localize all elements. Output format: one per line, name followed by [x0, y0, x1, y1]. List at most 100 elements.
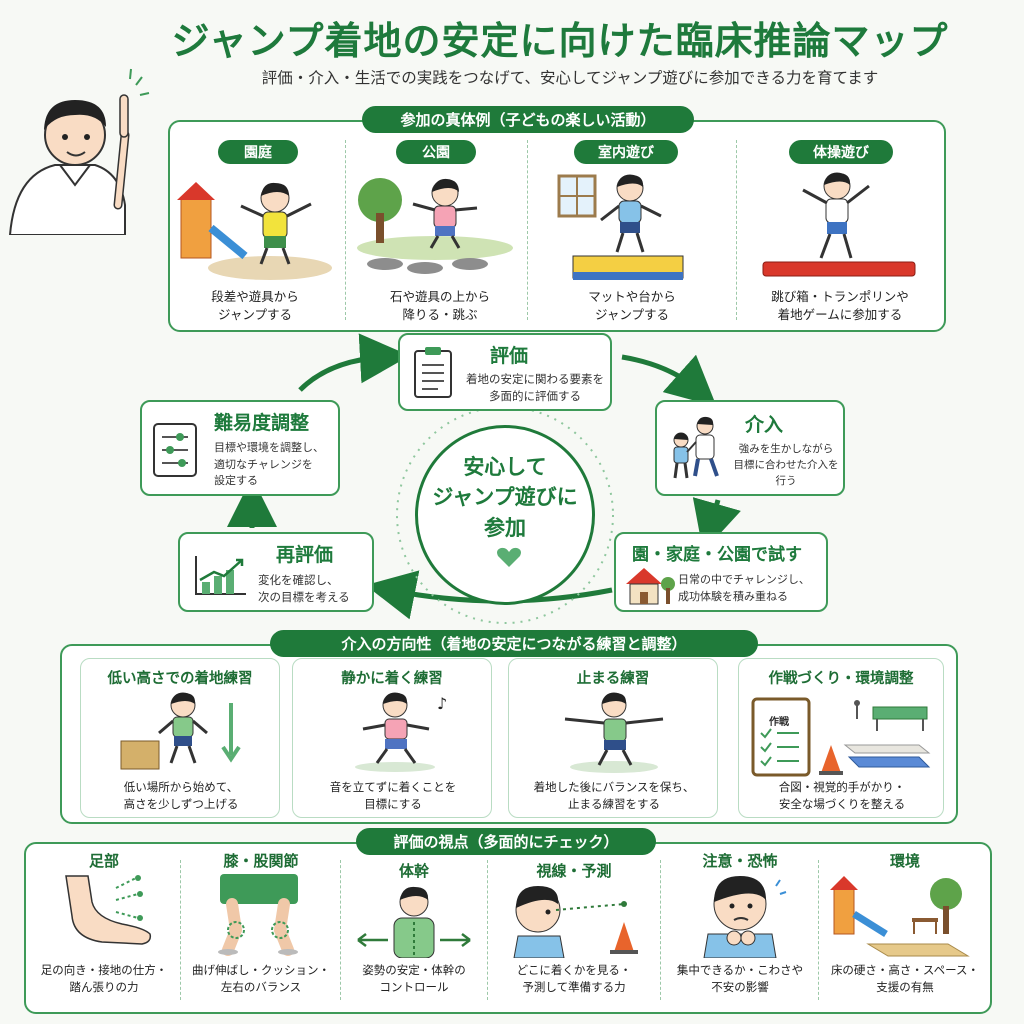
heart-icon	[497, 547, 521, 567]
direction-card-low-height-title: 低い高さでの着地練習	[107, 671, 253, 687]
center-goal-line-3: 参加	[484, 515, 526, 540]
trunk-illustration	[357, 886, 471, 958]
intervention-desc-1: 強みを生かしながら	[738, 443, 834, 455]
center-goal-line-2: ジャンプ遊びに	[432, 485, 578, 510]
therapist-child-icon	[673, 416, 719, 479]
clipboard-icon	[414, 347, 452, 398]
participation-caption-garden-2: ジャンプする	[217, 307, 292, 323]
strategy-environment-illustration	[751, 697, 931, 777]
strategy-board-label: 作戦	[769, 717, 789, 728]
cycle-intervention-box: 介入 強みを生かしながら 目標に合わせた介入を行う	[655, 400, 845, 496]
difficulty-title: 難易度調整	[214, 412, 310, 434]
park-jump-illustration	[357, 178, 513, 274]
viewpoint-knee-hip-cap-1: 曲げ伸ばし・クッション・	[192, 963, 330, 977]
intervention-desc-2: 目標に合わせた介入を行う	[733, 458, 839, 487]
difficulty-desc-3: 設定する	[214, 474, 258, 487]
house-icon	[626, 568, 675, 605]
direction-card-strategy-title: 作戦づくり・環境調整	[768, 671, 914, 687]
direction-card-quiet-title: 静かに着く練習	[341, 671, 443, 687]
difficulty-desc-2: 適切なチャレンジを	[214, 457, 313, 471]
viewpoint-trunk-cap-2: コントロール	[379, 980, 449, 995]
participation-caption-indoor-2: ジャンプする	[594, 307, 669, 323]
center-goal-circle: 安心して ジャンプ遊びに 参加	[415, 425, 595, 605]
evaluation-desc-1: 着地の安定に関わる要素を	[466, 372, 604, 386]
growth-chart-icon	[195, 556, 246, 595]
viewpoint-trunk-cap-1: 姿勢の安定・体幹の	[362, 963, 466, 977]
participation-caption-park-1: 石や遊具の上から	[389, 289, 490, 304]
indoor-jump-illustration	[557, 174, 684, 280]
stop-landing-illustration	[564, 692, 664, 773]
difficulty-desc-1: 目標や環境を調整し、	[214, 441, 324, 454]
try-desc-1: 日常の中でチャレンジし、	[678, 573, 810, 586]
viewpoint-trunk-title: 体幹	[398, 862, 429, 880]
direction-card-strategy-cap-1: 合図・視覚的手がかり・	[778, 780, 906, 794]
attention-fear-illustration	[703, 876, 787, 958]
center-goal-line-1: 安心して	[463, 455, 547, 479]
viewpoints-panel	[24, 842, 992, 1014]
direction-card-stop: 止まる練習 着地した後にバランスを保ち、 止まる練習をする	[508, 658, 718, 818]
cycle-reevaluation-box: 再評価 変化を確認し、 次の目標を考える	[178, 532, 374, 612]
direction-card-quiet-cap-2: 目標にする	[364, 796, 422, 811]
gaze-prediction-illustration	[513, 886, 638, 958]
gym-jump-illustration	[762, 172, 916, 277]
direction-card-stop-title: 止まる練習	[576, 671, 650, 687]
sliders-icon	[153, 423, 197, 477]
try-desc-2: 成功体験を積み重ねる	[678, 589, 788, 603]
viewpoint-foot-cap-1: 足の向き・接地の仕方・	[40, 963, 168, 977]
direction-card-quiet-cap-1: 音を立てずに着くことを	[329, 780, 457, 794]
direction-card-low-height-cap-2: 高さを少しずつ上げる	[123, 796, 239, 811]
direction-card-low-height: 低い高さでの着地練習 低い場所から始めて、 高さを少しずつ上げる	[80, 658, 280, 818]
environment-illustration	[830, 876, 970, 957]
viewpoint-environment-cap-1: 床の硬さ・高さ・スペース・	[830, 963, 980, 977]
try-title: 園・家庭・公園で試す	[632, 545, 802, 565]
evaluation-desc-2: 多面的に評価する	[489, 389, 581, 404]
viewpoint-gaze-cap-1: どこに着くかを見る・	[516, 963, 632, 977]
participation-label-gym: 体操遊び	[789, 140, 893, 164]
cycle-difficulty-box: 難易度調整 目標や環境を調整し、 適切なチャレンジを 設定する	[140, 400, 340, 496]
viewpoint-gaze-cap-2: 予測して準備する力	[522, 980, 626, 995]
viewpoint-foot-title: 足部	[88, 852, 119, 870]
direction-card-strategy: 作戦づくり・環境調整 作戦 合図・視覚的手がかり・ 安全な場づくりを整える	[738, 658, 944, 818]
participation-heading: 参加の真体例（子どもの楽しい活動）	[362, 106, 694, 133]
direction-heading: 介入の方向性（着地の安定につながる練習と調整）	[270, 630, 758, 657]
viewpoint-environment-title: 環境	[889, 852, 920, 870]
direction-card-strategy-cap-2: 安全な場づくりを整える	[778, 796, 906, 811]
viewpoints-heading: 評価の視点（多面的にチェック）	[356, 828, 656, 855]
knee-hip-illustration	[218, 874, 298, 956]
direction-card-stop-cap-1: 着地した後にバランスを保ち、	[533, 780, 695, 794]
foot-illustration	[65, 875, 152, 945]
cycle-evaluation-box: 評価 着地の安定に関わる要素を 多面的に評価する	[398, 333, 612, 411]
svg-text:♪: ♪	[437, 694, 447, 713]
participation-label-indoor: 室内遊び	[574, 140, 678, 164]
participation-label-park: 公園	[396, 140, 476, 164]
viewpoint-attention-fear-title: 注意・恐怖	[702, 852, 778, 870]
evaluation-title: 評価	[490, 345, 529, 367]
viewpoint-environment-cap-2: 支援の有無	[876, 980, 934, 995]
garden-jump-illustration	[177, 182, 332, 280]
direction-card-low-height-cap-1: 低い場所から始めて、	[123, 780, 239, 794]
viewpoint-attention-fear-cap-2: 不安の影響	[711, 980, 769, 995]
reevaluation-desc-1: 変化を確認し、	[258, 573, 339, 587]
viewpoint-attention-fear-cap-1: 集中できるか・こわさや	[676, 963, 804, 977]
participation-caption-gym-1: 跳び箱・トランポリンや	[771, 289, 909, 304]
participation-caption-park-2: 降りる・跳ぶ	[402, 307, 478, 323]
page-subtitle: 評価・介入・生活での実践をつなげて、安心してジャンプ遊びに参加できる力を育てます	[261, 69, 879, 87]
direction-card-stop-cap-2: 止まる練習をする	[568, 796, 660, 811]
viewpoint-gaze-title: 視線・予測	[536, 862, 612, 880]
page-title: ジャンプ着地の安定に向けた臨床推論マップ	[171, 19, 949, 63]
reevaluation-title: 再評価	[276, 544, 334, 566]
viewpoint-knee-hip-cap-2: 左右のバランス	[220, 980, 302, 995]
intervention-title: 介入	[745, 414, 784, 436]
quiet-landing-illustration: ♪	[355, 692, 447, 772]
reevaluation-desc-2: 次の目標を考える	[258, 590, 350, 605]
viewpoint-knee-hip-title: 膝・股関節	[223, 852, 299, 870]
low-landing-illustration	[120, 692, 241, 770]
viewpoint-foot-cap-2: 踏ん張りの力	[69, 980, 139, 995]
presenter-illustration	[8, 68, 150, 235]
direction-card-quiet: 静かに着く練習 ♪ 音を立てずに着くことを 目標にする	[292, 658, 492, 818]
participation-label-garden: 園庭	[218, 140, 298, 164]
participation-caption-garden-1: 段差や遊具から	[211, 289, 299, 304]
cycle-try-box: 園・家庭・公園で試す 日常の中でチャレンジし、 成功体験を積み重ねる	[614, 532, 828, 612]
participation-caption-gym-2: 着地ゲームに参加する	[777, 307, 903, 323]
participation-caption-indoor-1: マットや台から	[588, 289, 676, 304]
